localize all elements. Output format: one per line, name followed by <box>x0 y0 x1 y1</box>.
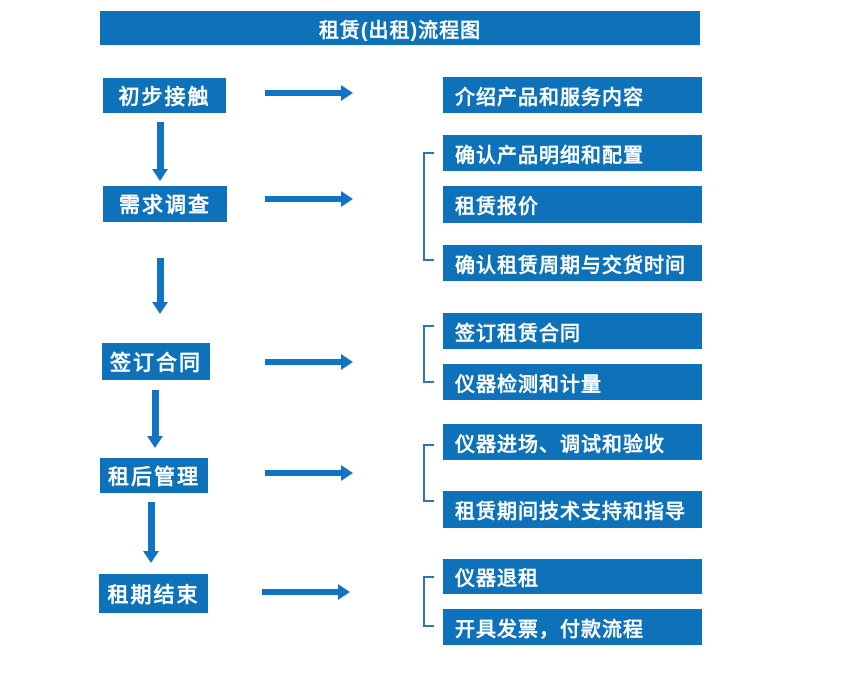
detail-box-introduce-products: 介绍产品和服务内容 <box>443 77 702 113</box>
right-arrow-4 <box>265 465 353 481</box>
down-arrow-1 <box>152 122 168 181</box>
right-arrow-3 <box>265 354 353 370</box>
detail-box-instrument-inspection: 仪器检测和计量 <box>443 364 702 400</box>
right-arrow-5 <box>262 584 350 600</box>
group-bracket-demand-survey <box>423 152 434 261</box>
step-box-post-rental-management: 租后管理 <box>100 458 208 493</box>
right-arrow-1 <box>265 85 353 101</box>
detail-box-tech-support: 租赁期间技术支持和指导 <box>443 491 702 528</box>
step-box-sign-contract: 签订合同 <box>102 343 210 380</box>
detail-box-instrument-setup-acceptance: 仪器进场、调试和验收 <box>443 424 702 460</box>
group-bracket-post-rental <box>423 444 434 502</box>
right-arrow-2 <box>265 191 353 207</box>
detail-box-instrument-return: 仪器退租 <box>443 559 702 594</box>
down-arrow-2 <box>152 258 168 314</box>
down-arrow-4 <box>143 502 159 563</box>
flowchart-title: 租赁(出租)流程图 <box>100 11 700 45</box>
step-box-rental-end: 租期结束 <box>99 574 208 613</box>
group-bracket-rental-end <box>423 576 434 627</box>
detail-box-confirm-period-delivery: 确认租赁周期与交货时间 <box>443 245 702 281</box>
step-box-initial-contact: 初步接触 <box>103 78 226 113</box>
detail-box-rental-quotation: 租赁报价 <box>443 186 702 223</box>
detail-box-invoice-payment: 开具发票，付款流程 <box>443 609 702 645</box>
detail-box-sign-rental-contract: 签订租赁合同 <box>443 313 702 349</box>
down-arrow-3 <box>147 390 163 448</box>
detail-box-confirm-product-details: 确认产品明细和配置 <box>443 135 702 171</box>
group-bracket-sign-contract <box>423 325 434 383</box>
step-box-demand-survey: 需求调查 <box>103 186 227 222</box>
